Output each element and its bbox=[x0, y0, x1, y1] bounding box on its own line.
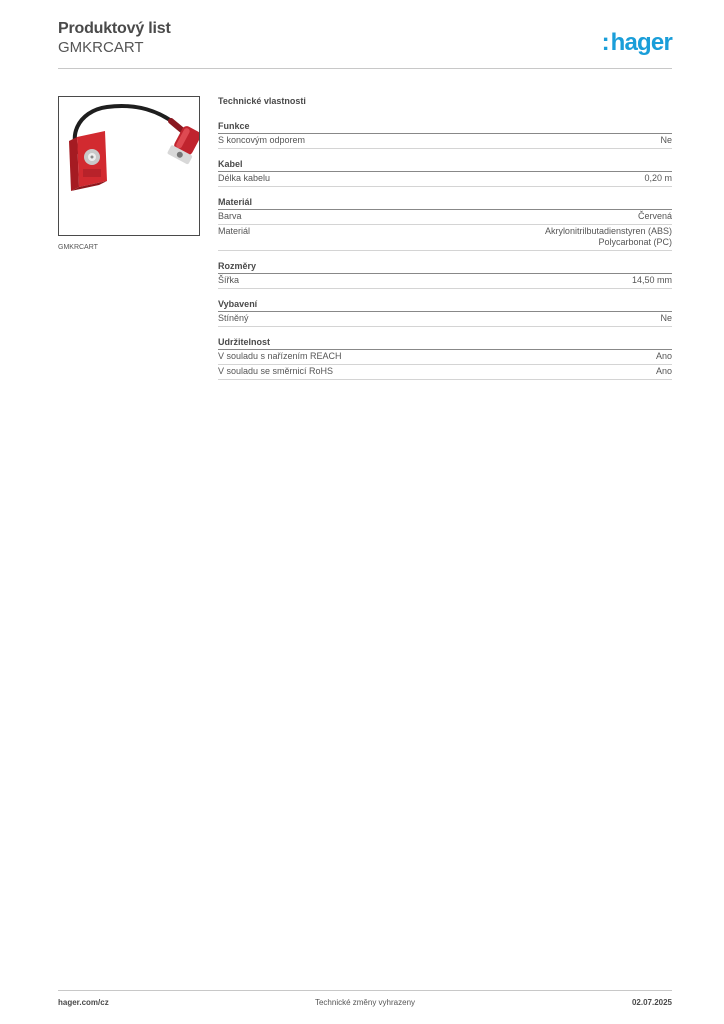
product-code: GMKRCART bbox=[58, 39, 144, 56]
specs-title: Technické vlastnosti bbox=[218, 96, 306, 106]
spec-row: V souladu se směrnicí RoHS Ano bbox=[218, 365, 672, 380]
spec-group-title: Udržitelnost bbox=[218, 336, 672, 350]
spec-value: Ano bbox=[655, 366, 672, 376]
spec-row: Barva Červená bbox=[218, 210, 672, 225]
spec-label: Šířka bbox=[218, 275, 240, 285]
spec-value: Červená bbox=[637, 211, 672, 221]
page-header: Produktový list GMKRCART :hager bbox=[58, 20, 673, 70]
spec-label: Barva bbox=[218, 211, 242, 221]
spec-group-funkce: Funkce S koncovým odporem Ne bbox=[218, 120, 672, 149]
spec-row: Šířka 14,50 mm bbox=[218, 274, 672, 289]
spec-group-title: Funkce bbox=[218, 120, 672, 134]
footer-note: Technické změny vyhrazeny bbox=[314, 998, 416, 1007]
spec-value: Ne bbox=[660, 135, 672, 145]
image-caption: GMKRCART bbox=[58, 244, 98, 251]
spec-row: S koncovým odporem Ne bbox=[218, 134, 672, 149]
spec-label: Stíněný bbox=[218, 313, 249, 323]
spec-label: V souladu se směrnicí RoHS bbox=[218, 366, 334, 376]
page-title: Produktový list bbox=[58, 20, 171, 37]
spec-group-rozmery: Rozměry Šířka 14,50 mm bbox=[218, 260, 672, 289]
spec-group-title: Vybavení bbox=[218, 298, 672, 312]
spec-group-vybaveni: Vybavení Stíněný Ne bbox=[218, 298, 672, 327]
footer-divider bbox=[58, 990, 672, 991]
spec-label: S koncovým odporem bbox=[218, 135, 306, 145]
logo-text: hager bbox=[610, 29, 673, 56]
hager-logo: :hager bbox=[601, 29, 673, 57]
spec-value: Akrylonitrilbutadienstyren (ABS) Polycar… bbox=[544, 226, 672, 247]
footer-date: 02.07.2025 bbox=[631, 998, 672, 1007]
spec-label: Materiál bbox=[218, 226, 251, 236]
technical-specs: Technické vlastnosti Funkce S koncovým o… bbox=[218, 96, 672, 389]
spec-group-title: Materiál bbox=[218, 196, 672, 210]
spec-group-title: Kabel bbox=[218, 158, 672, 172]
spec-label: V souladu s nařízením REACH bbox=[218, 351, 342, 361]
spec-group-kabel: Kabel Délka kabelu 0,20 m bbox=[218, 158, 672, 187]
spec-row: Materiál Akrylonitrilbutadienstyren (ABS… bbox=[218, 225, 672, 251]
spec-value: 14,50 mm bbox=[631, 275, 672, 285]
spec-label: Délka kabelu bbox=[218, 173, 271, 183]
spec-group-material: Materiál Barva Červená Materiál Akryloni… bbox=[218, 196, 672, 251]
footer-website-link[interactable]: hager.com/cz bbox=[58, 998, 109, 1007]
rca-keystone-adapter-red-icon bbox=[69, 104, 199, 191]
spec-row: Délka kabelu 0,20 m bbox=[218, 172, 672, 187]
spec-value: Ne bbox=[660, 313, 672, 323]
header-divider bbox=[58, 68, 672, 69]
spec-value: 0,20 m bbox=[644, 173, 672, 183]
spec-value: Ano bbox=[655, 351, 672, 361]
spec-group-title: Rozměry bbox=[218, 260, 672, 274]
spec-row: Stíněný Ne bbox=[218, 312, 672, 327]
logo-colon: : bbox=[601, 29, 610, 56]
product-image bbox=[58, 96, 200, 236]
spec-group-udrzitelnost: Udržitelnost V souladu s nařízením REACH… bbox=[218, 336, 672, 380]
spec-row: V souladu s nařízením REACH Ano bbox=[218, 350, 672, 365]
